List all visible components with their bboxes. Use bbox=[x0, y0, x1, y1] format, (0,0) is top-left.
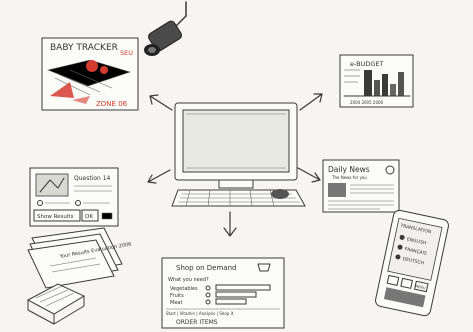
baby-tracker-title: BABY TRACKER bbox=[50, 43, 118, 53]
shop-item-1: Vegetables bbox=[170, 286, 198, 292]
quiz-show-results-button bbox=[33, 209, 81, 222]
budget-panel: e-BUDGET 2004 2005 2006 bbox=[339, 54, 414, 108]
shop-item-2: Fruits bbox=[170, 293, 184, 299]
shop-order-button: ORDER ITEMS bbox=[176, 319, 218, 326]
news-panel: Daily News The News for you bbox=[322, 159, 400, 213]
shop-panel: Shop on Demand What you need? Vegetables… bbox=[161, 257, 285, 329]
shop-prompt: What you need? bbox=[168, 277, 209, 283]
arrow-to-quiz bbox=[147, 169, 171, 184]
translation-lang-1: ENGLISH bbox=[406, 236, 427, 246]
shop-title: Shop on Demand bbox=[176, 264, 236, 272]
news-tagline: The News for you bbox=[331, 175, 367, 180]
translation-device: TRANSLATION ENGLISH FRANÇAIS DEUTSCH MEN… bbox=[375, 209, 449, 317]
quiz-ok-label: OK bbox=[85, 214, 93, 220]
news-masthead: Daily News bbox=[328, 165, 370, 174]
baby-tracker-upper-right: SEU bbox=[120, 49, 133, 57]
printer-sketch bbox=[26, 283, 86, 325]
quiz-ok-button bbox=[81, 209, 99, 222]
arrows bbox=[147, 93, 323, 237]
quiz-panel: Question 14 Show Results OK bbox=[29, 167, 119, 227]
arrow-to-baby-tracker bbox=[149, 94, 173, 111]
camera-sketch bbox=[144, 1, 187, 56]
baby-tracker-panel: BABY TRACKER SEU ZONE 06 bbox=[41, 37, 139, 111]
translation-menu-label: MENU bbox=[415, 284, 426, 290]
budget-title: e-BUDGET bbox=[350, 60, 383, 68]
papers-stack: Your Results Evaluation 2006 bbox=[27, 227, 132, 289]
shop-item-3: Meat bbox=[170, 300, 182, 306]
arrow-to-news bbox=[297, 167, 321, 183]
translation-lang-3: DEUTSCH bbox=[402, 256, 425, 266]
shop-footer-links: Start | Vitamin | Analysis | Shop it bbox=[166, 311, 234, 316]
arrow-to-budget bbox=[299, 93, 323, 111]
quiz-show-results-label: Show Results bbox=[37, 214, 74, 220]
arrow-to-shop bbox=[223, 211, 237, 237]
central-computer bbox=[171, 102, 306, 207]
translation-lang-2: FRANÇAIS bbox=[404, 246, 427, 257]
baby-tracker-zone: ZONE 06 bbox=[96, 100, 128, 108]
budget-axis: 2004 2005 2006 bbox=[350, 100, 384, 105]
quiz-question: Question 14 bbox=[74, 175, 111, 182]
